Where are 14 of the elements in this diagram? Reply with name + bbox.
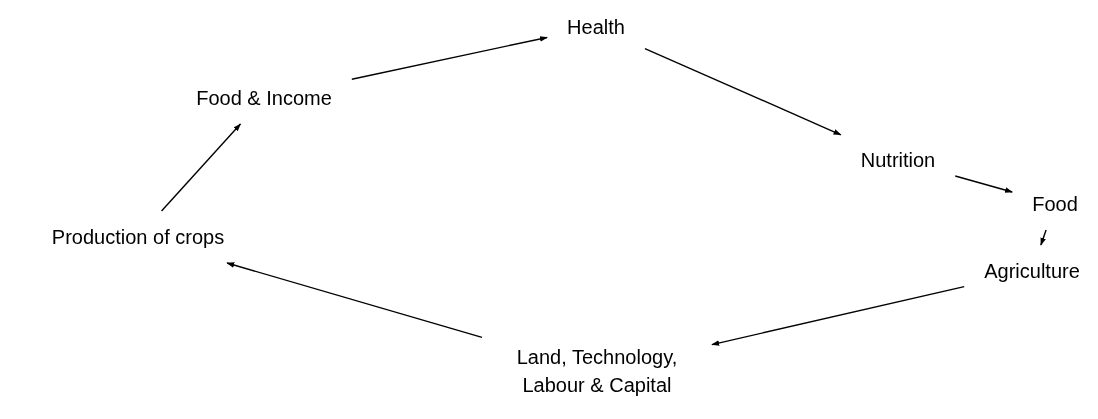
arrow: [226, 262, 483, 339]
node-label: Food & Income: [196, 86, 332, 111]
node-label: Land, Technology, Labour & Capital: [515, 345, 679, 398]
node-label: Health: [567, 15, 625, 40]
node-label: Agriculture: [984, 259, 1080, 284]
arrow: [1040, 229, 1047, 246]
node-label: Production of crops: [51, 225, 225, 250]
node-label: Food: [1032, 192, 1078, 217]
arrow: [954, 175, 1013, 193]
node-label: Nutrition: [860, 148, 936, 173]
arrow: [160, 123, 242, 212]
arrow: [351, 36, 548, 80]
arrow: [711, 285, 965, 346]
arrow: [644, 47, 842, 136]
